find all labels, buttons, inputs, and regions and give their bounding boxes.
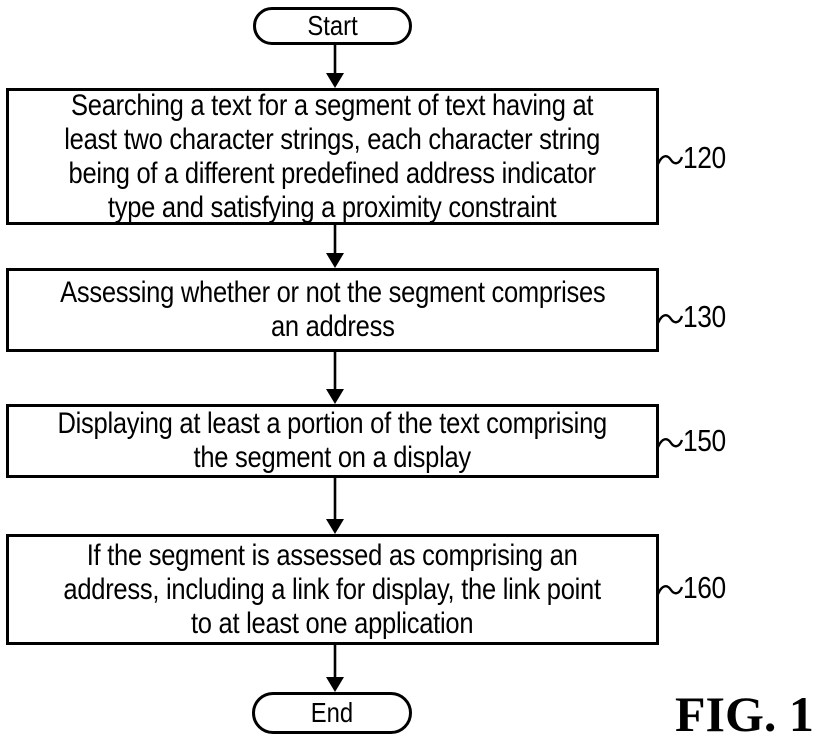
step-box-130: Assessing whether or not the segment com… bbox=[6, 268, 659, 352]
ref-label-130: 130 bbox=[657, 300, 733, 334]
arrow-130-to-150 bbox=[326, 352, 344, 404]
ref-number: 160 bbox=[683, 570, 726, 605]
step-box-150: Displaying at least a portion of the tex… bbox=[6, 404, 659, 478]
step-box-160: If the segment is assessed as comprising… bbox=[6, 534, 659, 645]
figure-label: FIG. 1 bbox=[675, 686, 814, 742]
end-terminal-label: End bbox=[310, 697, 354, 728]
ref-label-150: 150 bbox=[657, 424, 733, 458]
tilde-connector-icon bbox=[657, 585, 683, 595]
start-terminal-label: Start bbox=[307, 10, 358, 41]
arrow-150-to-160 bbox=[326, 478, 344, 534]
ref-number: 150 bbox=[683, 423, 726, 458]
tilde-connector-icon bbox=[657, 438, 683, 448]
step-text-150: Displaying at least a portion of the tex… bbox=[57, 407, 608, 474]
step-box-120: Searching a text for a segment of text h… bbox=[6, 88, 659, 225]
end-terminal: End bbox=[252, 692, 412, 734]
step-text-130: Assessing whether or not the segment com… bbox=[59, 276, 606, 343]
arrow-120-to-130 bbox=[326, 225, 344, 268]
ref-number: 130 bbox=[683, 299, 726, 334]
ref-label-160: 160 bbox=[657, 571, 733, 605]
step-text-160: If the segment is assessed as comprising… bbox=[63, 538, 602, 640]
start-terminal: Start bbox=[253, 7, 412, 45]
ref-number: 120 bbox=[683, 140, 726, 175]
arrow-start-to-120 bbox=[326, 44, 344, 88]
tilde-connector-icon bbox=[657, 155, 683, 165]
step-text-120: Searching a text for a segment of text h… bbox=[64, 88, 601, 224]
ref-label-120: 120 bbox=[657, 141, 733, 175]
arrow-160-to-end bbox=[326, 645, 344, 692]
tilde-connector-icon bbox=[657, 314, 683, 324]
